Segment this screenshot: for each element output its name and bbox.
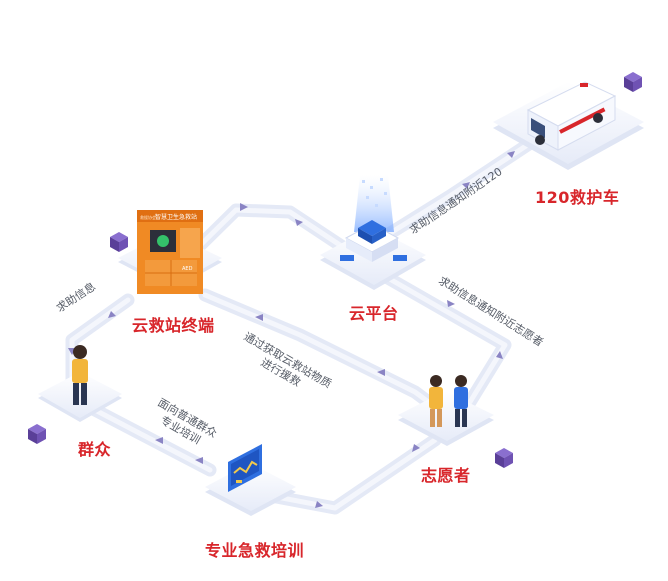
cloud-server	[340, 175, 407, 262]
arrow-icon	[255, 314, 263, 321]
label-volunteers: 志愿者	[421, 466, 471, 485]
arrow-icon	[155, 437, 163, 444]
cube-markers	[28, 72, 642, 468]
label-cloud: 云平台	[349, 304, 399, 323]
kiosk-tag: 救援协会	[140, 214, 156, 220]
arrow-icon	[240, 203, 248, 211]
label-terminal: 云救站终端	[132, 316, 215, 335]
kiosk-terminal: 智慧卫生急救站 救援协会 AED	[137, 210, 203, 294]
label-ambulance: 120救护车	[535, 188, 620, 207]
label-public: 群众	[78, 440, 112, 459]
volunteers-platform	[398, 391, 494, 446]
arrow-icon	[496, 351, 503, 359]
arrow-icon	[462, 182, 470, 189]
arrow-icon	[108, 311, 116, 318]
cube-icon	[624, 72, 642, 92]
volunteers-icon	[429, 375, 468, 427]
arrow-icon	[507, 151, 515, 158]
public-platform	[38, 372, 122, 422]
ambulance-icon	[526, 81, 617, 151]
training-screen-icon	[228, 444, 262, 492]
arrow-icon	[377, 369, 385, 376]
label-training: 专业急救培训	[205, 541, 305, 560]
arrow-icon	[315, 501, 323, 508]
cube-icon	[110, 232, 128, 252]
cloud-screen-icon	[393, 255, 407, 261]
public-person-icon	[72, 345, 88, 405]
cube-icon	[495, 448, 513, 468]
cloud-screen-icon	[340, 255, 354, 261]
training-platform	[205, 463, 296, 516]
arrow-icon	[447, 300, 455, 307]
kiosk-aed-label: AED	[182, 266, 193, 272]
arrow-icon	[412, 444, 420, 452]
cube-icon	[28, 424, 46, 444]
kiosk-brand: 智慧卫生急救站	[155, 213, 197, 221]
arrow-icon	[195, 457, 203, 464]
arrow-icon	[295, 219, 303, 226]
